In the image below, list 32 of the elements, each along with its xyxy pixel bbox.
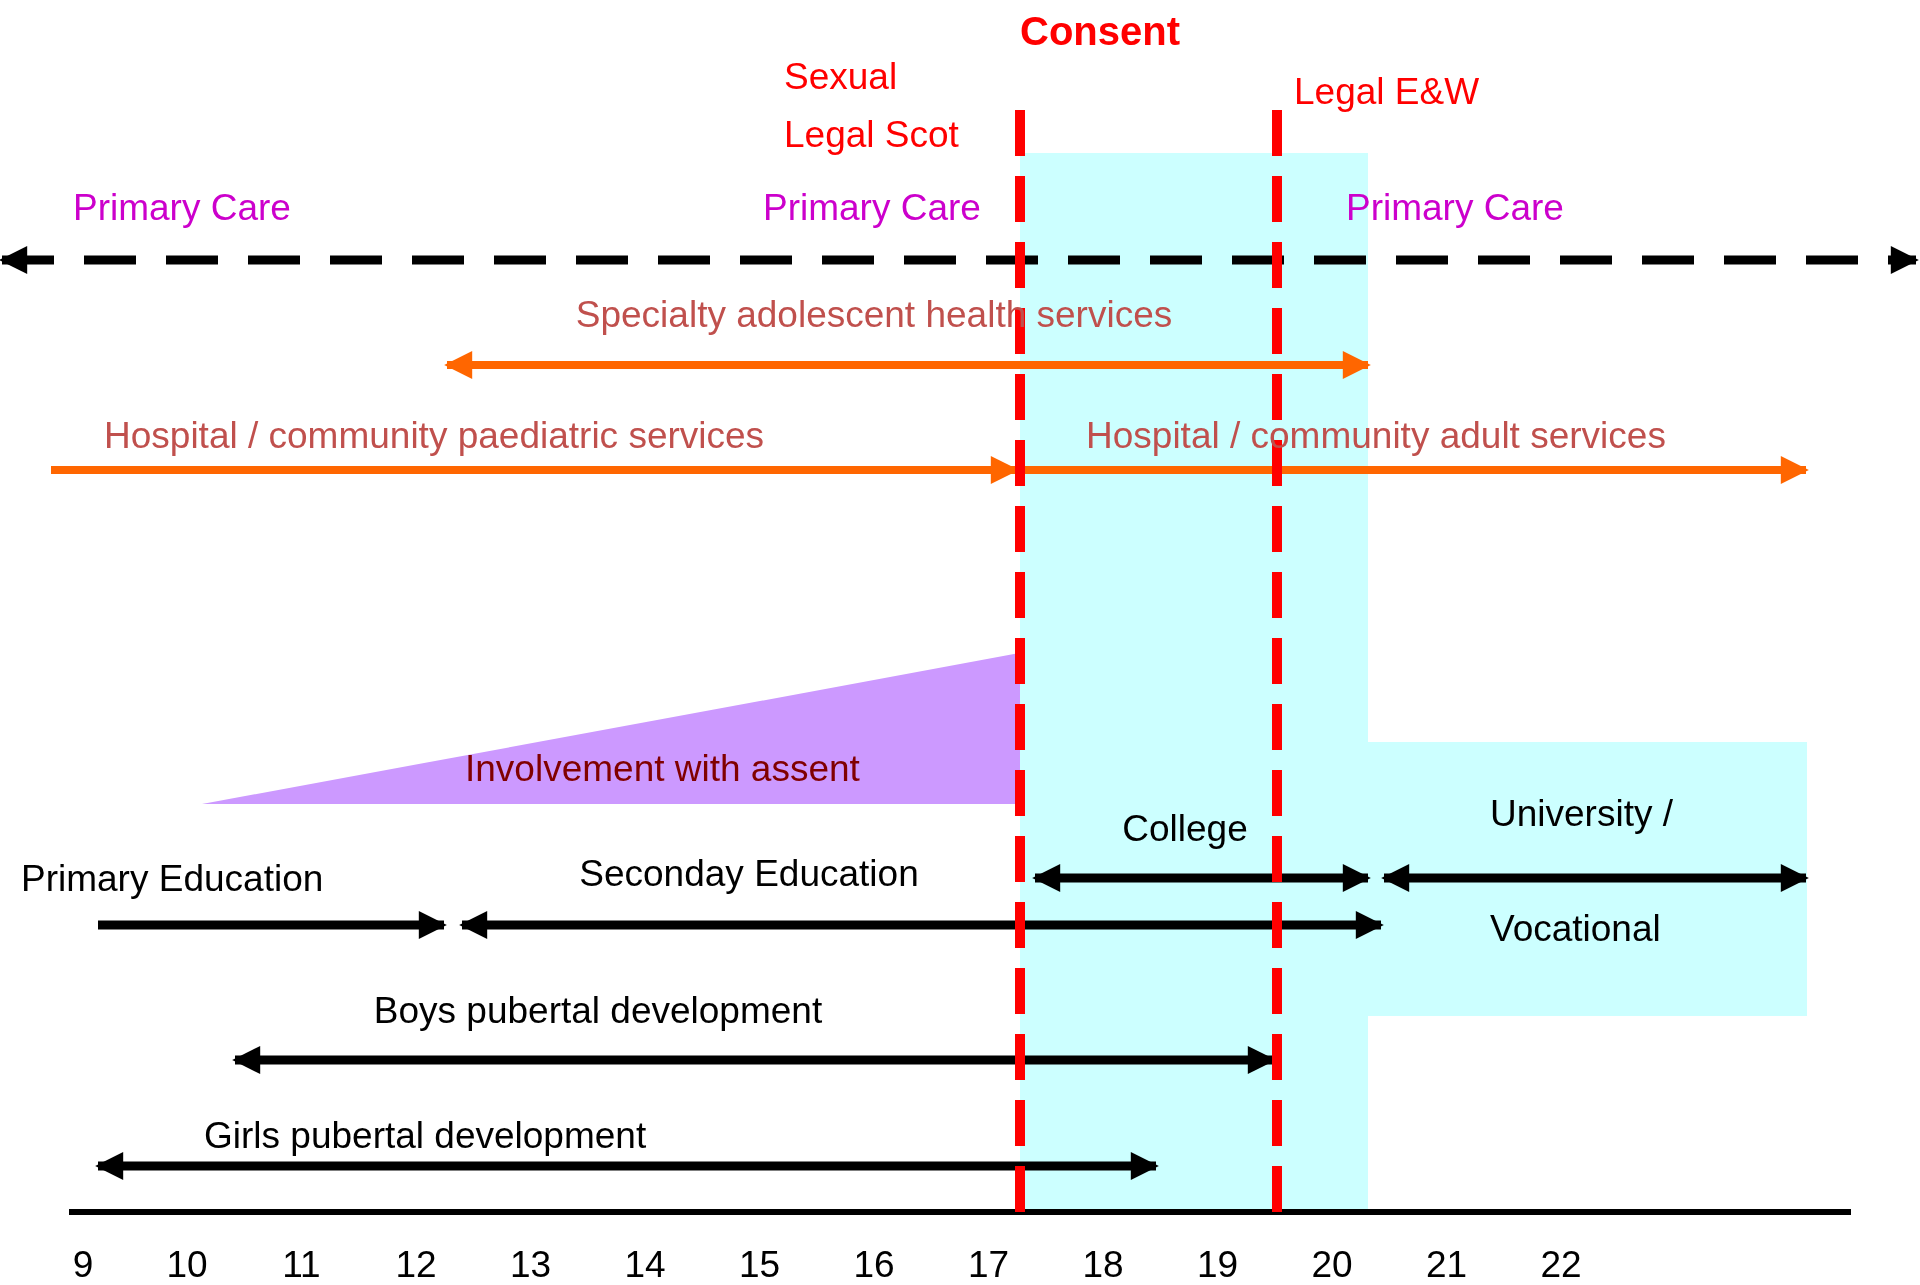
- threshold-label: Legal Scot: [784, 114, 959, 156]
- stage-label: University /: [1490, 793, 1673, 835]
- stage-label: Boys pubertal development: [373, 990, 823, 1032]
- stage-label: Primary Education: [21, 858, 324, 900]
- axis-tick-label: 21: [1425, 1244, 1468, 1285]
- axis-tick-label: 11: [282, 1244, 321, 1285]
- threshold-label: Legal E&W: [1294, 71, 1480, 113]
- stage-label: College: [1122, 808, 1248, 850]
- stage-label: Seconday Education: [579, 853, 919, 895]
- axis-tick-label: 17: [967, 1244, 1010, 1285]
- axis-tick-label: 12: [395, 1244, 437, 1285]
- service-label: Hospital / community adult services: [1086, 415, 1666, 457]
- service-label: Primary Care: [763, 187, 981, 229]
- service-label: Hospital / community paediatric services: [104, 415, 765, 457]
- axis-tick-label: 19: [1196, 1244, 1239, 1285]
- service-label: Specialty adolescent health services: [575, 294, 1173, 336]
- service-label: Primary Care: [73, 187, 291, 229]
- stage-label: Girls pubertal development: [204, 1115, 647, 1157]
- axis-tick-label: 14: [624, 1244, 666, 1285]
- axis-tick-label: 22: [1540, 1244, 1582, 1285]
- wedge-label: Involvement with assent: [465, 748, 860, 790]
- axis-tick-label: 15: [738, 1244, 781, 1285]
- axis-tick-label: 20: [1311, 1244, 1353, 1285]
- axis-tick-label: 18: [1082, 1244, 1124, 1285]
- stage-label: Vocational: [1490, 908, 1661, 950]
- heading: Consent: [1020, 9, 1180, 53]
- axis-tick-label: 16: [853, 1244, 895, 1285]
- threshold-label: Sexual: [784, 56, 898, 98]
- axis-tick-label: 13: [509, 1244, 552, 1285]
- service-label: Primary Care: [1346, 187, 1564, 229]
- axis-tick-label: 10: [166, 1244, 208, 1285]
- axis-tick-label: 9: [72, 1244, 94, 1285]
